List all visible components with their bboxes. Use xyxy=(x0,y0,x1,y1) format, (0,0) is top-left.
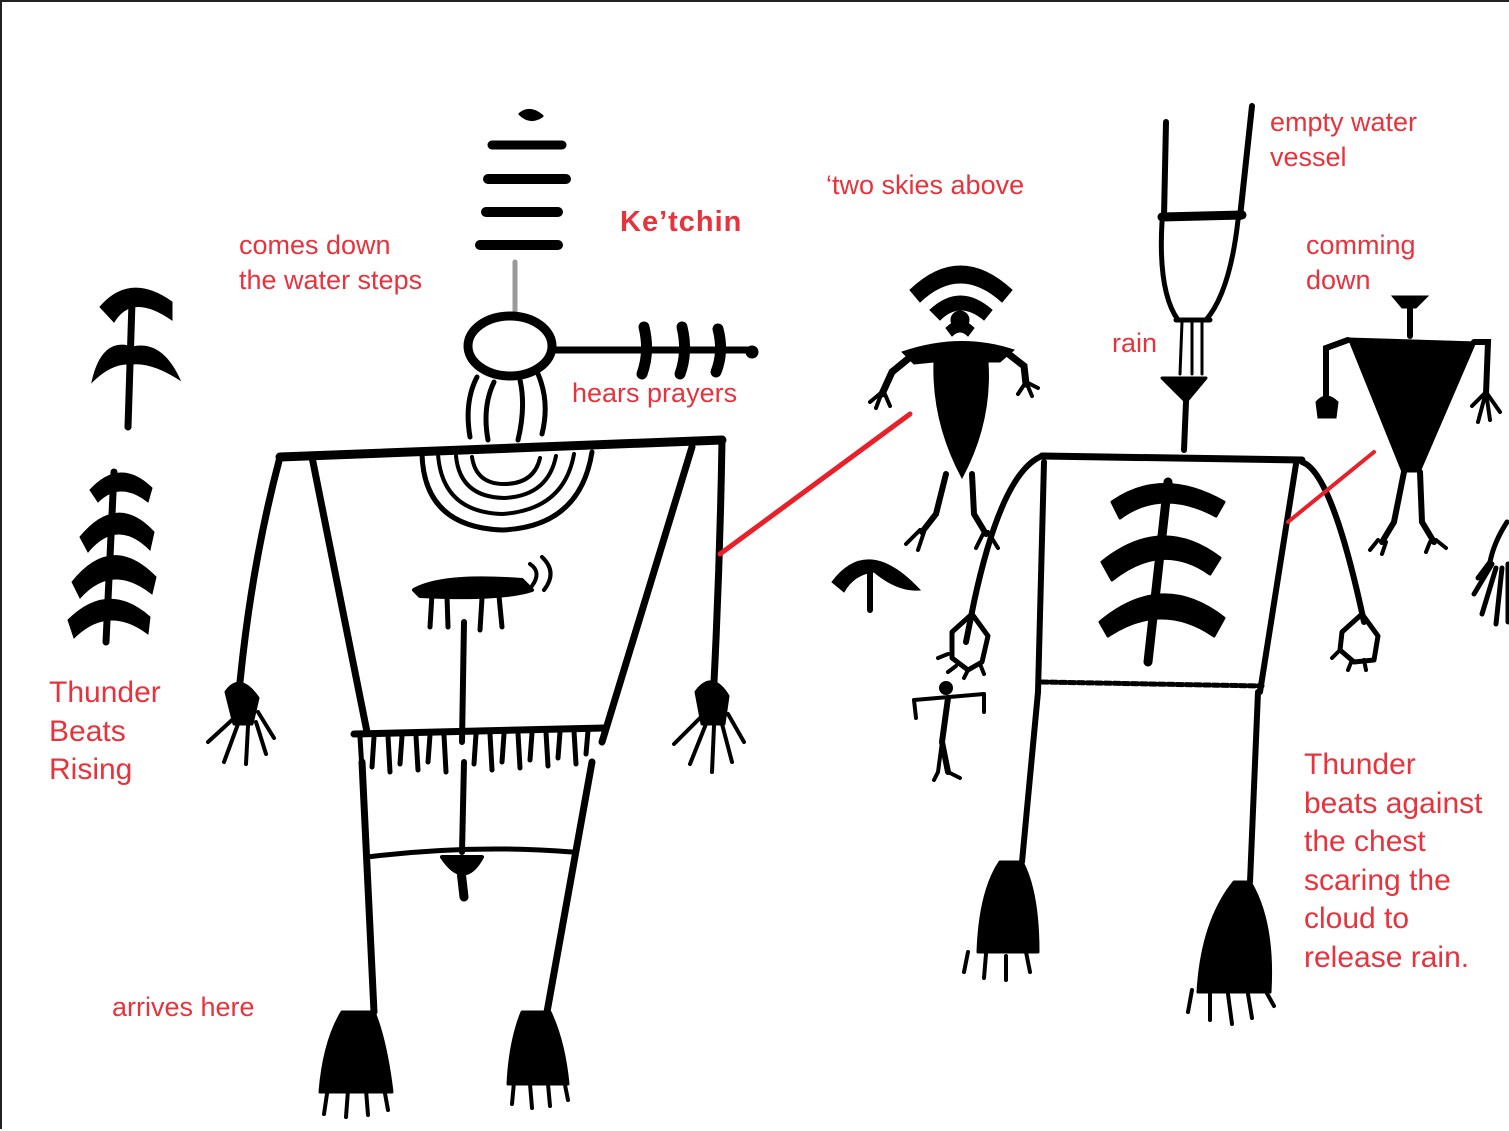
comming-down-label: comming down xyxy=(1306,228,1416,298)
connector-line-ketchin xyxy=(720,414,910,554)
two-skies-figure xyxy=(832,266,1038,780)
rain-label: rain xyxy=(1112,326,1157,361)
comes-down-label: comes down the water steps xyxy=(239,228,422,298)
hears-prayers-label: hears prayers xyxy=(572,376,737,411)
arrives-here-label: arrives here xyxy=(112,990,255,1025)
thunder-beats-rising-label: Thunder Beats Rising xyxy=(49,674,161,790)
empty-water-vessel-label: empty water vessel xyxy=(1270,105,1417,175)
ketchin-label: Ke’tchin xyxy=(620,205,742,240)
thunder-rising-glyph xyxy=(68,288,180,642)
comming-down-figure xyxy=(1316,296,1508,624)
thunder-beats-against-label: Thunder beats against the chest scaring … xyxy=(1304,746,1482,977)
two-skies-above-label: ‘two skies above xyxy=(826,168,1024,203)
